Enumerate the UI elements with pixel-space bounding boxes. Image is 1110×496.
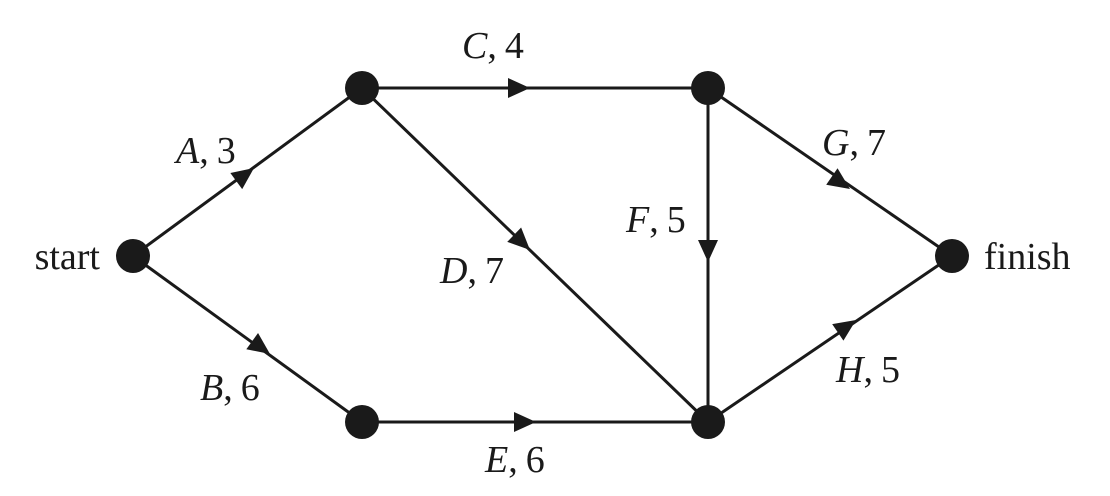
node-bottom-right bbox=[691, 405, 725, 439]
edge-D bbox=[360, 86, 710, 424]
arrowhead-F bbox=[698, 240, 718, 262]
edge-B bbox=[132, 254, 363, 424]
edge-label-D: D,7 bbox=[439, 250, 504, 292]
edge-label-E: E,6 bbox=[484, 439, 545, 481]
arrowhead-B bbox=[246, 332, 270, 354]
arrowhead-E bbox=[514, 412, 536, 432]
edge-label-C: C,4 bbox=[462, 25, 524, 67]
edge-label-B: B,6 bbox=[200, 367, 260, 409]
node-start bbox=[116, 239, 150, 273]
arrowhead-A bbox=[230, 168, 254, 190]
arrowhead-G bbox=[826, 168, 850, 189]
edge-G bbox=[707, 86, 953, 258]
edge-label-A: A,3 bbox=[173, 130, 236, 172]
node-top-right bbox=[691, 71, 725, 105]
edge-label-H: H,5 bbox=[835, 349, 900, 391]
arrowhead-H bbox=[832, 320, 856, 341]
node-finish bbox=[935, 239, 969, 273]
finish-label: finish bbox=[984, 236, 1071, 278]
arrowhead-C bbox=[508, 78, 530, 98]
arrowhead-D bbox=[507, 227, 530, 250]
edge-label-F: F,5 bbox=[625, 199, 686, 241]
start-label: start bbox=[35, 236, 101, 278]
edge-H bbox=[707, 254, 953, 424]
node-bottom-left bbox=[345, 405, 379, 439]
edge-label-G: G,7 bbox=[822, 122, 886, 164]
node-top-left bbox=[345, 71, 379, 105]
